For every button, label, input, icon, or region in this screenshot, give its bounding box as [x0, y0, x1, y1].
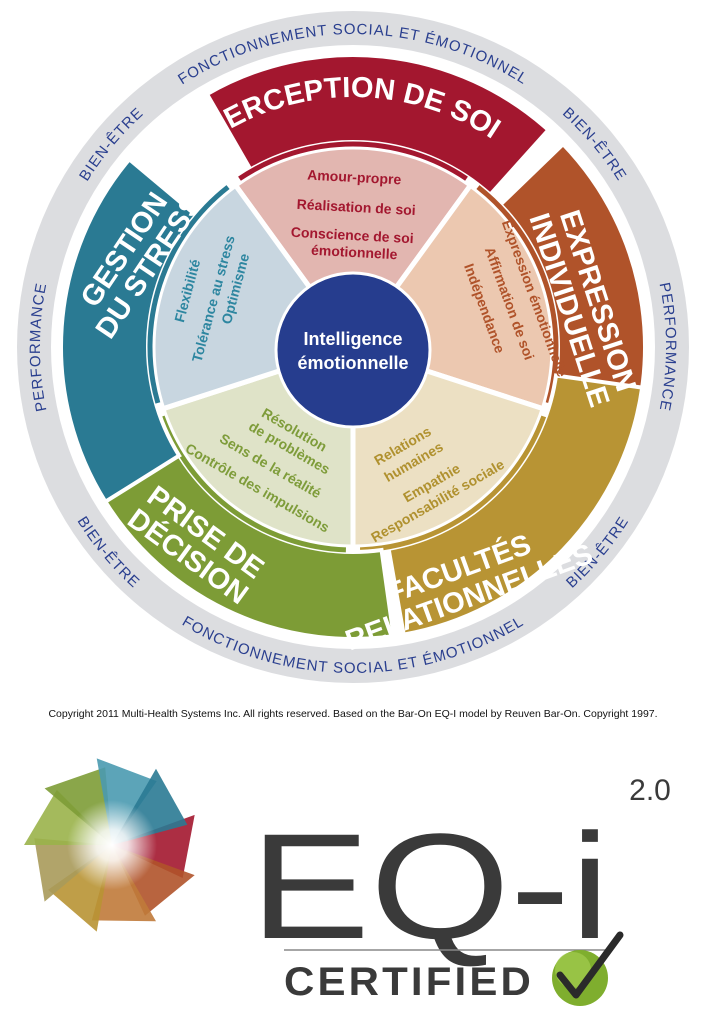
subscale-rim: [159, 415, 347, 553]
subscale-rim: [359, 415, 547, 553]
ring-label-performance: PERFORMANCE: [27, 281, 50, 413]
subscale-rim: [476, 185, 559, 404]
copyright-notice: Copyright 2011 Multi-Health Systems Inc.…: [48, 708, 658, 720]
version-label: 2.0: [629, 774, 671, 807]
subscale: Réalisation de soi: [296, 196, 416, 218]
subscale-rim: [238, 141, 468, 181]
eqi-wordmark: EQ-i: [250, 802, 610, 970]
composite-segments: [59, 53, 647, 641]
subscales-decision-making: Résolution de problèmes Sens de la réali…: [183, 405, 333, 536]
center-label-line1: Intelligence: [303, 329, 402, 349]
subscale: émotionnelle: [311, 242, 398, 263]
subscale-rim: [147, 185, 230, 404]
subscale: Amour-propre: [307, 167, 402, 188]
center-circle: [274, 271, 432, 429]
subscale: Conscience de soi: [290, 224, 414, 246]
center-label-line2: émotionnelle: [297, 353, 408, 373]
subscales-self-perception: Amour-propre Réalisation de soi Conscien…: [290, 167, 416, 263]
certified-label: CERTIFIED: [284, 960, 534, 1004]
ring-label-performance: PERFORMANCE: [656, 281, 679, 413]
pinwheel-glow: [67, 800, 157, 890]
check-icon: [552, 931, 624, 1006]
